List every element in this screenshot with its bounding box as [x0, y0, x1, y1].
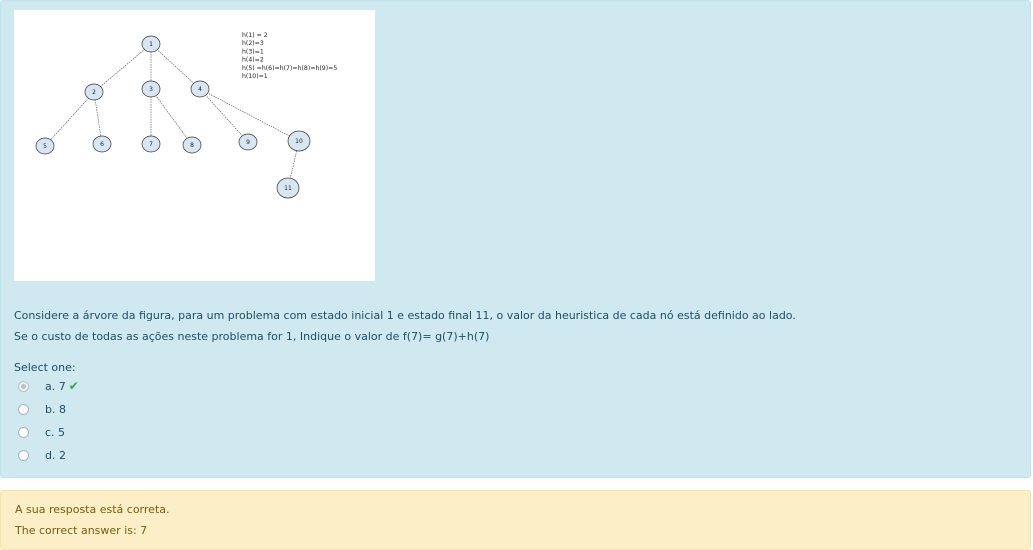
tree-node-circle [141, 35, 161, 53]
tree-node-label: 10 [295, 138, 303, 145]
tree-edge [150, 88, 193, 146]
tree-node-circle [141, 135, 161, 153]
tree-node-label: 6 [100, 141, 104, 148]
tree-node: 8 [182, 136, 202, 154]
tree-node: 11 [276, 177, 300, 199]
tree-node: 10 [287, 130, 311, 152]
tree-node-circle [35, 137, 55, 155]
tree-node-label: 4 [198, 86, 202, 93]
feedback-status: A sua resposta está correta. [15, 503, 170, 516]
tree-edge [150, 43, 201, 90]
tree-node-label: 8 [190, 142, 194, 149]
tree-node-circle [84, 83, 104, 101]
heuristic-line: h(5) =h(6)=h(7)=h(8)=h(9)=5 [242, 65, 337, 72]
tree-node: 1 [141, 35, 161, 53]
tree-node: 6 [92, 135, 112, 153]
heuristic-line: h(10)=1 [242, 73, 268, 80]
tree-edge [199, 88, 249, 143]
tree-node-circle [287, 130, 311, 152]
tree-node-circle [190, 80, 210, 98]
tree-node: 5 [35, 137, 55, 155]
option-c[interactable]: c. 5 [18, 423, 65, 441]
option-c-label[interactable]: c. 5 [45, 425, 66, 439]
tree-node: 9 [238, 133, 258, 151]
option-b-label[interactable]: b. 8 [45, 402, 66, 416]
tree-node-label: 2 [92, 89, 96, 96]
tree-node: 2 [84, 83, 104, 101]
radio-option-c[interactable] [18, 426, 29, 438]
tree-edge [93, 43, 152, 93]
option-d-label[interactable]: d. 2 [45, 448, 66, 462]
tree-edge [93, 91, 103, 145]
feedback-box: A sua resposta está correta. The correct… [0, 490, 1031, 550]
question-text-line2: Se o custo de todas as ações neste probl… [14, 330, 490, 343]
tree-node: 3 [141, 80, 161, 98]
heuristic-line: h(3)=1 [242, 48, 264, 55]
checkmark-icon: ✔ [68, 379, 79, 393]
select-one-prompt: Select one: [14, 361, 76, 374]
option-d[interactable]: d. 2 [18, 446, 66, 464]
radio-option-b[interactable] [18, 403, 29, 415]
correct-answer-text: The correct answer is: 7 [15, 524, 148, 537]
tree-diagram: 1 2 3 4 5 6 7 8 9 10 11 h(1) = 2h(2)=3h(3)=1 h(4)=2… [35, 32, 337, 199]
tree-node-circle [92, 135, 112, 153]
radio-option-d[interactable] [18, 449, 29, 461]
option-a[interactable]: a. 7 ✔ [18, 377, 79, 395]
tree-node-circle [182, 136, 202, 154]
heuristic-line: h(2)=3 [242, 40, 264, 47]
radio-option-a[interactable] [18, 380, 29, 392]
tree-node-label: 7 [149, 141, 153, 148]
heuristic-line: h(1) = 2 [242, 32, 268, 39]
tree-node-label: 11 [284, 185, 292, 192]
option-a-label[interactable]: a. 7 [45, 379, 66, 393]
tree-node-circle [141, 80, 161, 98]
tree-node-label: 3 [149, 86, 153, 93]
tree-node-circle [238, 133, 258, 151]
tree-node-label: 9 [246, 139, 250, 146]
heuristic-line: h(4)=2 [242, 57, 264, 64]
option-b[interactable]: b. 8 [18, 400, 66, 418]
tree-node: 7 [141, 135, 161, 153]
tree-node-label: 5 [43, 143, 47, 150]
question-text-line1: Considere a árvore da figura, para um pr… [14, 309, 796, 322]
tree-edge [199, 88, 300, 142]
tree-node-label: 1 [149, 41, 153, 48]
tree-node-circle [276, 177, 300, 199]
tree-node: 4 [190, 80, 210, 98]
tree-edge [44, 91, 95, 147]
